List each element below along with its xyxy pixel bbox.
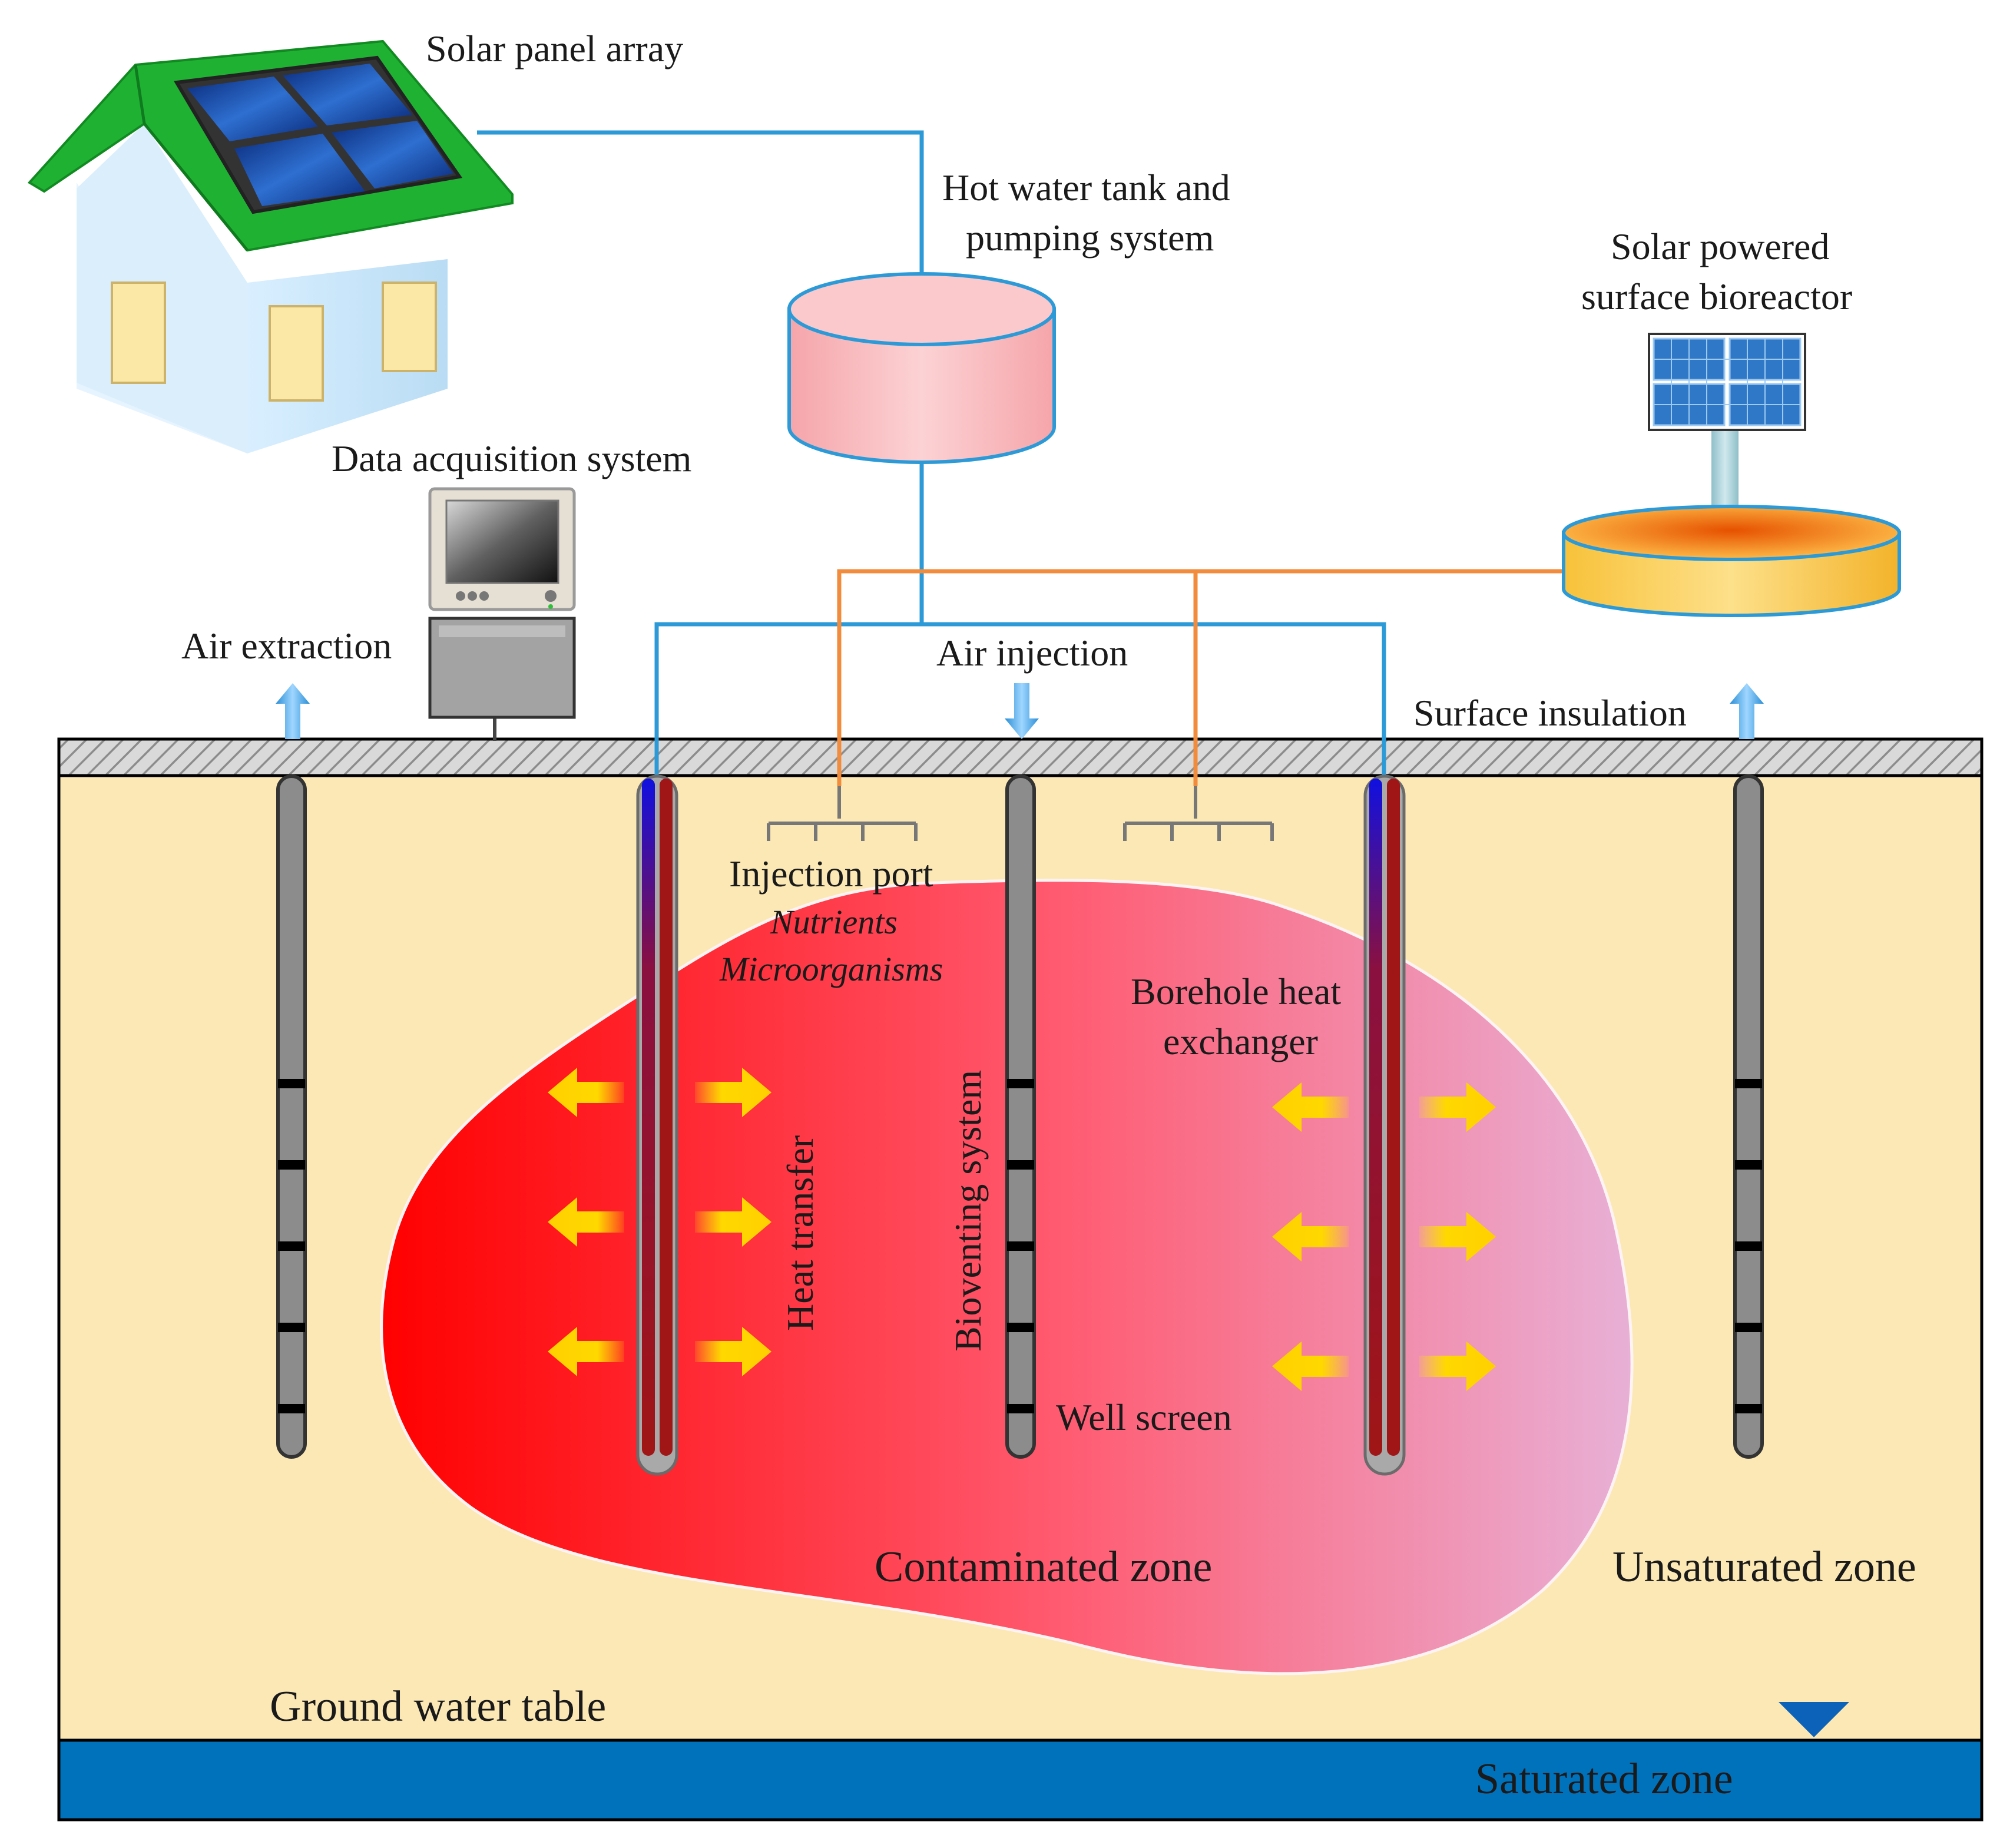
heat-transfer-arrow-icon	[548, 1327, 624, 1376]
house-window-left	[269, 305, 324, 402]
label-well-screen: Well screen	[1056, 1396, 1232, 1438]
heat-transfer-arrow-icon	[1419, 1342, 1496, 1391]
daq-screen	[445, 499, 559, 584]
hot-water-piping	[477, 130, 1386, 780]
air-flow-arrow-icon	[1730, 683, 1764, 739]
well-air-extraction	[276, 774, 307, 1459]
label-bioreactor-1: Solar powered	[1611, 226, 1829, 267]
label-solar-panel-array: Solar panel array	[426, 28, 683, 69]
water-table-triangle-icon	[1779, 1702, 1849, 1737]
heat-transfer-arrow-icon	[1272, 1212, 1349, 1261]
well-right-extraction	[1733, 774, 1764, 1459]
heat-transfer-arrow-icon	[548, 1068, 624, 1117]
air-arrows	[276, 683, 1764, 739]
label-heat-transfer: Heat transfer	[779, 1135, 821, 1331]
air-flow-arrow-icon	[276, 683, 310, 739]
label-bioreactor-2: surface bioreactor	[1581, 276, 1852, 317]
label-saturated-zone: Saturated zone	[1475, 1755, 1733, 1803]
injection-port-left	[767, 786, 918, 841]
label-hot-water-tank-1: Hot water tank and	[942, 167, 1230, 208]
house-door	[111, 281, 166, 384]
label-contaminated-zone: Contaminated zone	[875, 1543, 1212, 1591]
air-flow-arrow-icon	[1005, 683, 1039, 739]
solar-panel-array-icon	[174, 55, 463, 214]
nutrient-piping	[837, 569, 1564, 786]
heat-transfer-arrow-icon	[1272, 1342, 1349, 1391]
bioreactor-solar-panel-icon	[1648, 333, 1806, 431]
heat-transfer-arrow-icon	[1419, 1212, 1496, 1261]
borehole-heat-exchanger-left	[636, 774, 678, 1476]
label-air-injection: Air injection	[936, 632, 1128, 674]
label-hot-water-tank-2: pumping system	[966, 217, 1214, 259]
label-borehole-2: exchanger	[1163, 1021, 1318, 1062]
heat-transfer-arrows	[548, 1068, 1496, 1391]
heat-transfer-arrow-icon	[548, 1197, 624, 1247]
heat-transfer-arrow-icon	[695, 1068, 771, 1117]
injection-port-right	[1123, 786, 1274, 841]
roof-ridge	[134, 64, 249, 251]
label-injection-port: Injection port	[729, 853, 933, 895]
surface-insulation-layer	[57, 737, 1983, 777]
label-ground-water-table: Ground water table	[270, 1683, 606, 1731]
saturated-zone-layer	[57, 1738, 1983, 1821]
heat-transfer-arrow-icon	[695, 1197, 771, 1247]
distribution-pipe	[654, 622, 1386, 780]
label-surface-insulation: Surface insulation	[1413, 692, 1687, 734]
label-unsaturated-zone: Unsaturated zone	[1612, 1543, 1916, 1591]
bioreactor-feed-pipe	[837, 569, 1564, 786]
label-microorganisms: Microorganisms	[719, 950, 943, 988]
roof-to-tank-pipe	[477, 130, 924, 277]
data-acquisition-system-icon	[428, 487, 576, 741]
heat-transfer-arrow-icon	[1419, 1082, 1496, 1132]
bioreactor-pole	[1711, 427, 1739, 515]
house-icon	[27, 39, 514, 453]
hot-water-tank-icon	[787, 272, 1056, 464]
well-bioventing	[1005, 774, 1036, 1459]
label-air-extraction: Air extraction	[181, 625, 392, 667]
house-window-right	[382, 281, 437, 372]
label-data-acquisition: Data acquisition system	[332, 438, 691, 479]
heat-transfer-arrow-icon	[695, 1327, 771, 1376]
borehole-heat-exchanger-right	[1363, 774, 1406, 1476]
label-nutrients: Nutrients	[770, 903, 898, 941]
heat-transfer-arrow-icon	[1272, 1082, 1349, 1132]
label-bioventing-system: Bioventing system	[947, 1070, 989, 1352]
label-borehole-1: Borehole heat	[1131, 971, 1341, 1012]
surface-bioreactor-icon	[1562, 333, 1901, 617]
